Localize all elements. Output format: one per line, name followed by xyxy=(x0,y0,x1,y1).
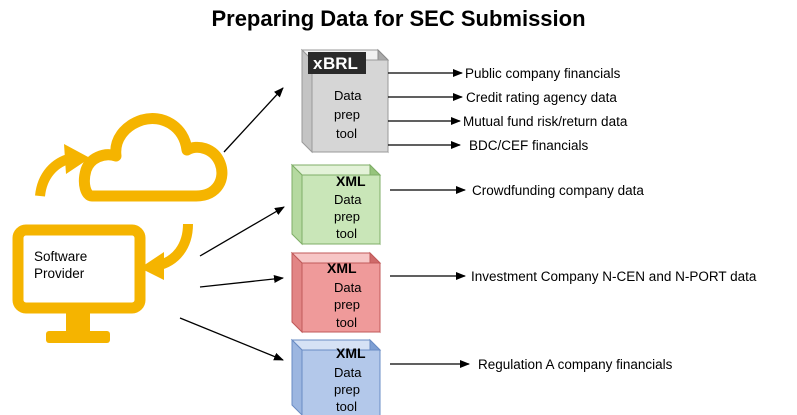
tool-label-line1: Data xyxy=(334,280,362,295)
output-label: Crowdfunding company data xyxy=(472,183,644,198)
monitor-base xyxy=(46,331,110,343)
cloud-icon xyxy=(78,113,228,202)
provider-label-line1: Software xyxy=(34,249,87,264)
output-label: Mutual fund risk/return data xyxy=(463,114,628,129)
tool-label-line1: Data xyxy=(334,365,362,380)
output-arrows xyxy=(388,69,470,368)
output-label: Credit rating agency data xyxy=(466,90,617,105)
tool-label-line3: tool xyxy=(336,226,357,241)
output-label: BDC/CEF financials xyxy=(469,138,589,153)
xml-data-prep-tool-blue: XML Data prep tool xyxy=(290,338,382,415)
output-label: Public company financials xyxy=(465,66,621,81)
tool-label-line1: Data xyxy=(334,88,362,103)
xml-tag: XML xyxy=(336,345,366,361)
tool-label-line3: tool xyxy=(336,315,357,330)
tool-label-line3: tool xyxy=(336,126,357,141)
tool-label-line2: prep xyxy=(334,209,360,224)
diagram-title: Preparing Data for SEC Submission xyxy=(211,6,586,31)
tool-label-line2: prep xyxy=(334,382,360,397)
tool-label-line2: prep xyxy=(334,107,360,122)
output-label: Regulation A company financials xyxy=(478,357,673,372)
xbrl-logo-x: x xyxy=(313,54,323,73)
tool-label-line2: prep xyxy=(334,297,360,312)
output-labels: Public company financials Credit rating … xyxy=(463,66,757,372)
xbrl-logo-rest: BRL xyxy=(323,54,358,73)
provider-label-line2: Provider xyxy=(34,266,85,281)
xml-tag: XML xyxy=(336,173,366,189)
monitor-stand xyxy=(66,309,90,333)
software-provider-icon: Software Provider xyxy=(12,113,228,343)
xbrl-logo xyxy=(308,52,366,74)
tool-label-line3: tool xyxy=(336,399,357,414)
provider-arrows xyxy=(179,87,285,361)
xml-tag: XML xyxy=(327,260,357,276)
xbrl-data-prep-tool: x BRL Data prep tool xyxy=(300,48,390,154)
xml-data-prep-tool-green: XML Data prep tool xyxy=(290,163,382,246)
monitor-screen xyxy=(12,224,146,314)
output-label: Investment Company N-CEN and N-PORT data xyxy=(471,269,757,284)
xml-data-prep-tool-red: XML Data prep tool xyxy=(290,251,382,334)
tool-label-line1: Data xyxy=(334,192,362,207)
